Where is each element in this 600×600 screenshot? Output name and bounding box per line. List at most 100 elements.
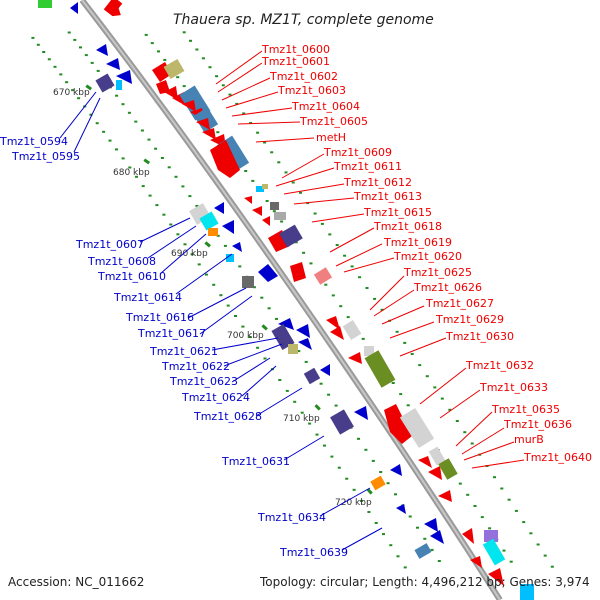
gene-block	[199, 211, 219, 231]
track-dot	[65, 81, 69, 84]
gene-arrow	[424, 518, 438, 532]
track-dot	[36, 43, 40, 46]
gene-arrow	[320, 364, 330, 376]
track-dot	[212, 283, 216, 286]
gene-label: Tmz1t_0612	[343, 176, 412, 189]
gene-arrow	[462, 528, 474, 544]
gene-block	[520, 584, 534, 600]
track-dot	[195, 48, 199, 51]
track-dot	[323, 444, 326, 447]
track-dot	[315, 433, 319, 436]
gene-arrow	[384, 404, 412, 444]
track-dot	[543, 554, 547, 557]
track-dot	[121, 157, 125, 160]
gene-arrow	[428, 466, 442, 480]
gene-arrow	[262, 216, 270, 226]
gene-block	[208, 228, 218, 236]
track-dot	[440, 397, 444, 400]
gene-arrow	[296, 324, 310, 338]
track-dot	[396, 555, 400, 558]
track-dot	[195, 204, 199, 207]
gene-block	[95, 73, 115, 93]
gene-block	[271, 323, 295, 351]
gene-block	[438, 458, 458, 480]
track-dot	[304, 360, 308, 363]
track-dot	[374, 522, 378, 524]
gene-label: Tmz1t_0617	[137, 327, 206, 340]
gene-label: Tmz1t_0634	[257, 511, 326, 524]
track-dot	[418, 364, 422, 367]
track-dot	[96, 69, 100, 72]
track-dot	[234, 315, 237, 317]
track-dot	[260, 296, 264, 299]
track-dot	[73, 38, 77, 41]
gene-arrow	[156, 80, 170, 94]
map-title: Thauera sp. MZ1T, complete genome	[173, 12, 434, 28]
gene-arrow	[196, 118, 210, 130]
track-dot	[163, 58, 167, 61]
track-dot	[509, 560, 513, 563]
kbp-label: 720 kbp	[335, 498, 372, 508]
track-dot	[331, 294, 335, 297]
track-dot	[150, 42, 154, 45]
track-dot	[241, 325, 245, 328]
track-dot	[394, 493, 397, 496]
gene-arrow	[390, 464, 402, 476]
gene-label: Tmz1t_0627	[425, 297, 494, 310]
track-dot	[235, 102, 239, 105]
track-dot	[248, 336, 252, 339]
gene-block	[484, 530, 498, 542]
track-dot	[285, 389, 289, 392]
forward-labels: Tmz1t_0600 Tmz1t_0601 Tmz1t_0602 Tmz1t_0…	[261, 43, 592, 464]
gene-label: Tmz1t_0623	[169, 375, 238, 388]
track-dot	[79, 46, 82, 49]
track-dot	[284, 171, 288, 174]
gene-label: Tmz1t_0621	[149, 345, 218, 358]
track-dot	[358, 276, 362, 279]
gene-label: Tmz1t_0616	[125, 311, 194, 324]
track-dot	[346, 316, 350, 319]
track-dot	[320, 222, 324, 225]
gene-arrow	[214, 202, 224, 214]
gene-label: Tmz1t_0628	[193, 410, 262, 423]
gene-block	[414, 543, 432, 559]
kbp-label: 680 kbp	[113, 168, 150, 178]
gene-block	[288, 344, 298, 354]
gene-label: Tmz1t_0624	[181, 391, 250, 404]
forward-label-leaders	[215, 50, 525, 469]
track-dot	[208, 66, 212, 69]
track-dot	[343, 254, 347, 257]
gene-arrow	[348, 352, 362, 364]
gene-block	[256, 186, 264, 192]
track-dot	[147, 138, 151, 141]
gene-label: Tmz1t_0607	[75, 238, 144, 251]
track-dot	[335, 244, 339, 246]
track-dot	[395, 330, 399, 333]
gene-label: Tmz1t_0618	[373, 220, 442, 233]
track-dot	[500, 487, 504, 490]
track-dot	[77, 97, 81, 100]
track-dot	[216, 131, 220, 134]
kbp-label: 670 kbp	[53, 88, 90, 98]
track-dot	[300, 411, 304, 414]
genome-summary-text: Topology: circular; Length: 4,496,212 bp…	[259, 575, 590, 589]
track-dot	[337, 466, 341, 469]
track-dot	[514, 509, 518, 512]
track-dot	[223, 244, 227, 247]
gene-arrow	[258, 264, 278, 282]
track-dot	[334, 404, 338, 407]
track-dot	[42, 51, 46, 53]
track-dot	[148, 194, 152, 197]
gene-block	[116, 80, 122, 90]
track-dot	[144, 33, 148, 36]
track-dot	[455, 420, 459, 422]
gene-label: Tmz1t_0594	[0, 135, 68, 148]
gene-arrow	[103, 0, 123, 17]
gene-label: Tmz1t_0620	[393, 250, 462, 263]
gene-arrow	[222, 220, 234, 234]
gene-label: Tmz1t_0608	[87, 255, 156, 268]
gene-label: Tmz1t_0625	[403, 266, 472, 279]
track-dot	[162, 213, 166, 216]
track-dot	[238, 265, 242, 268]
